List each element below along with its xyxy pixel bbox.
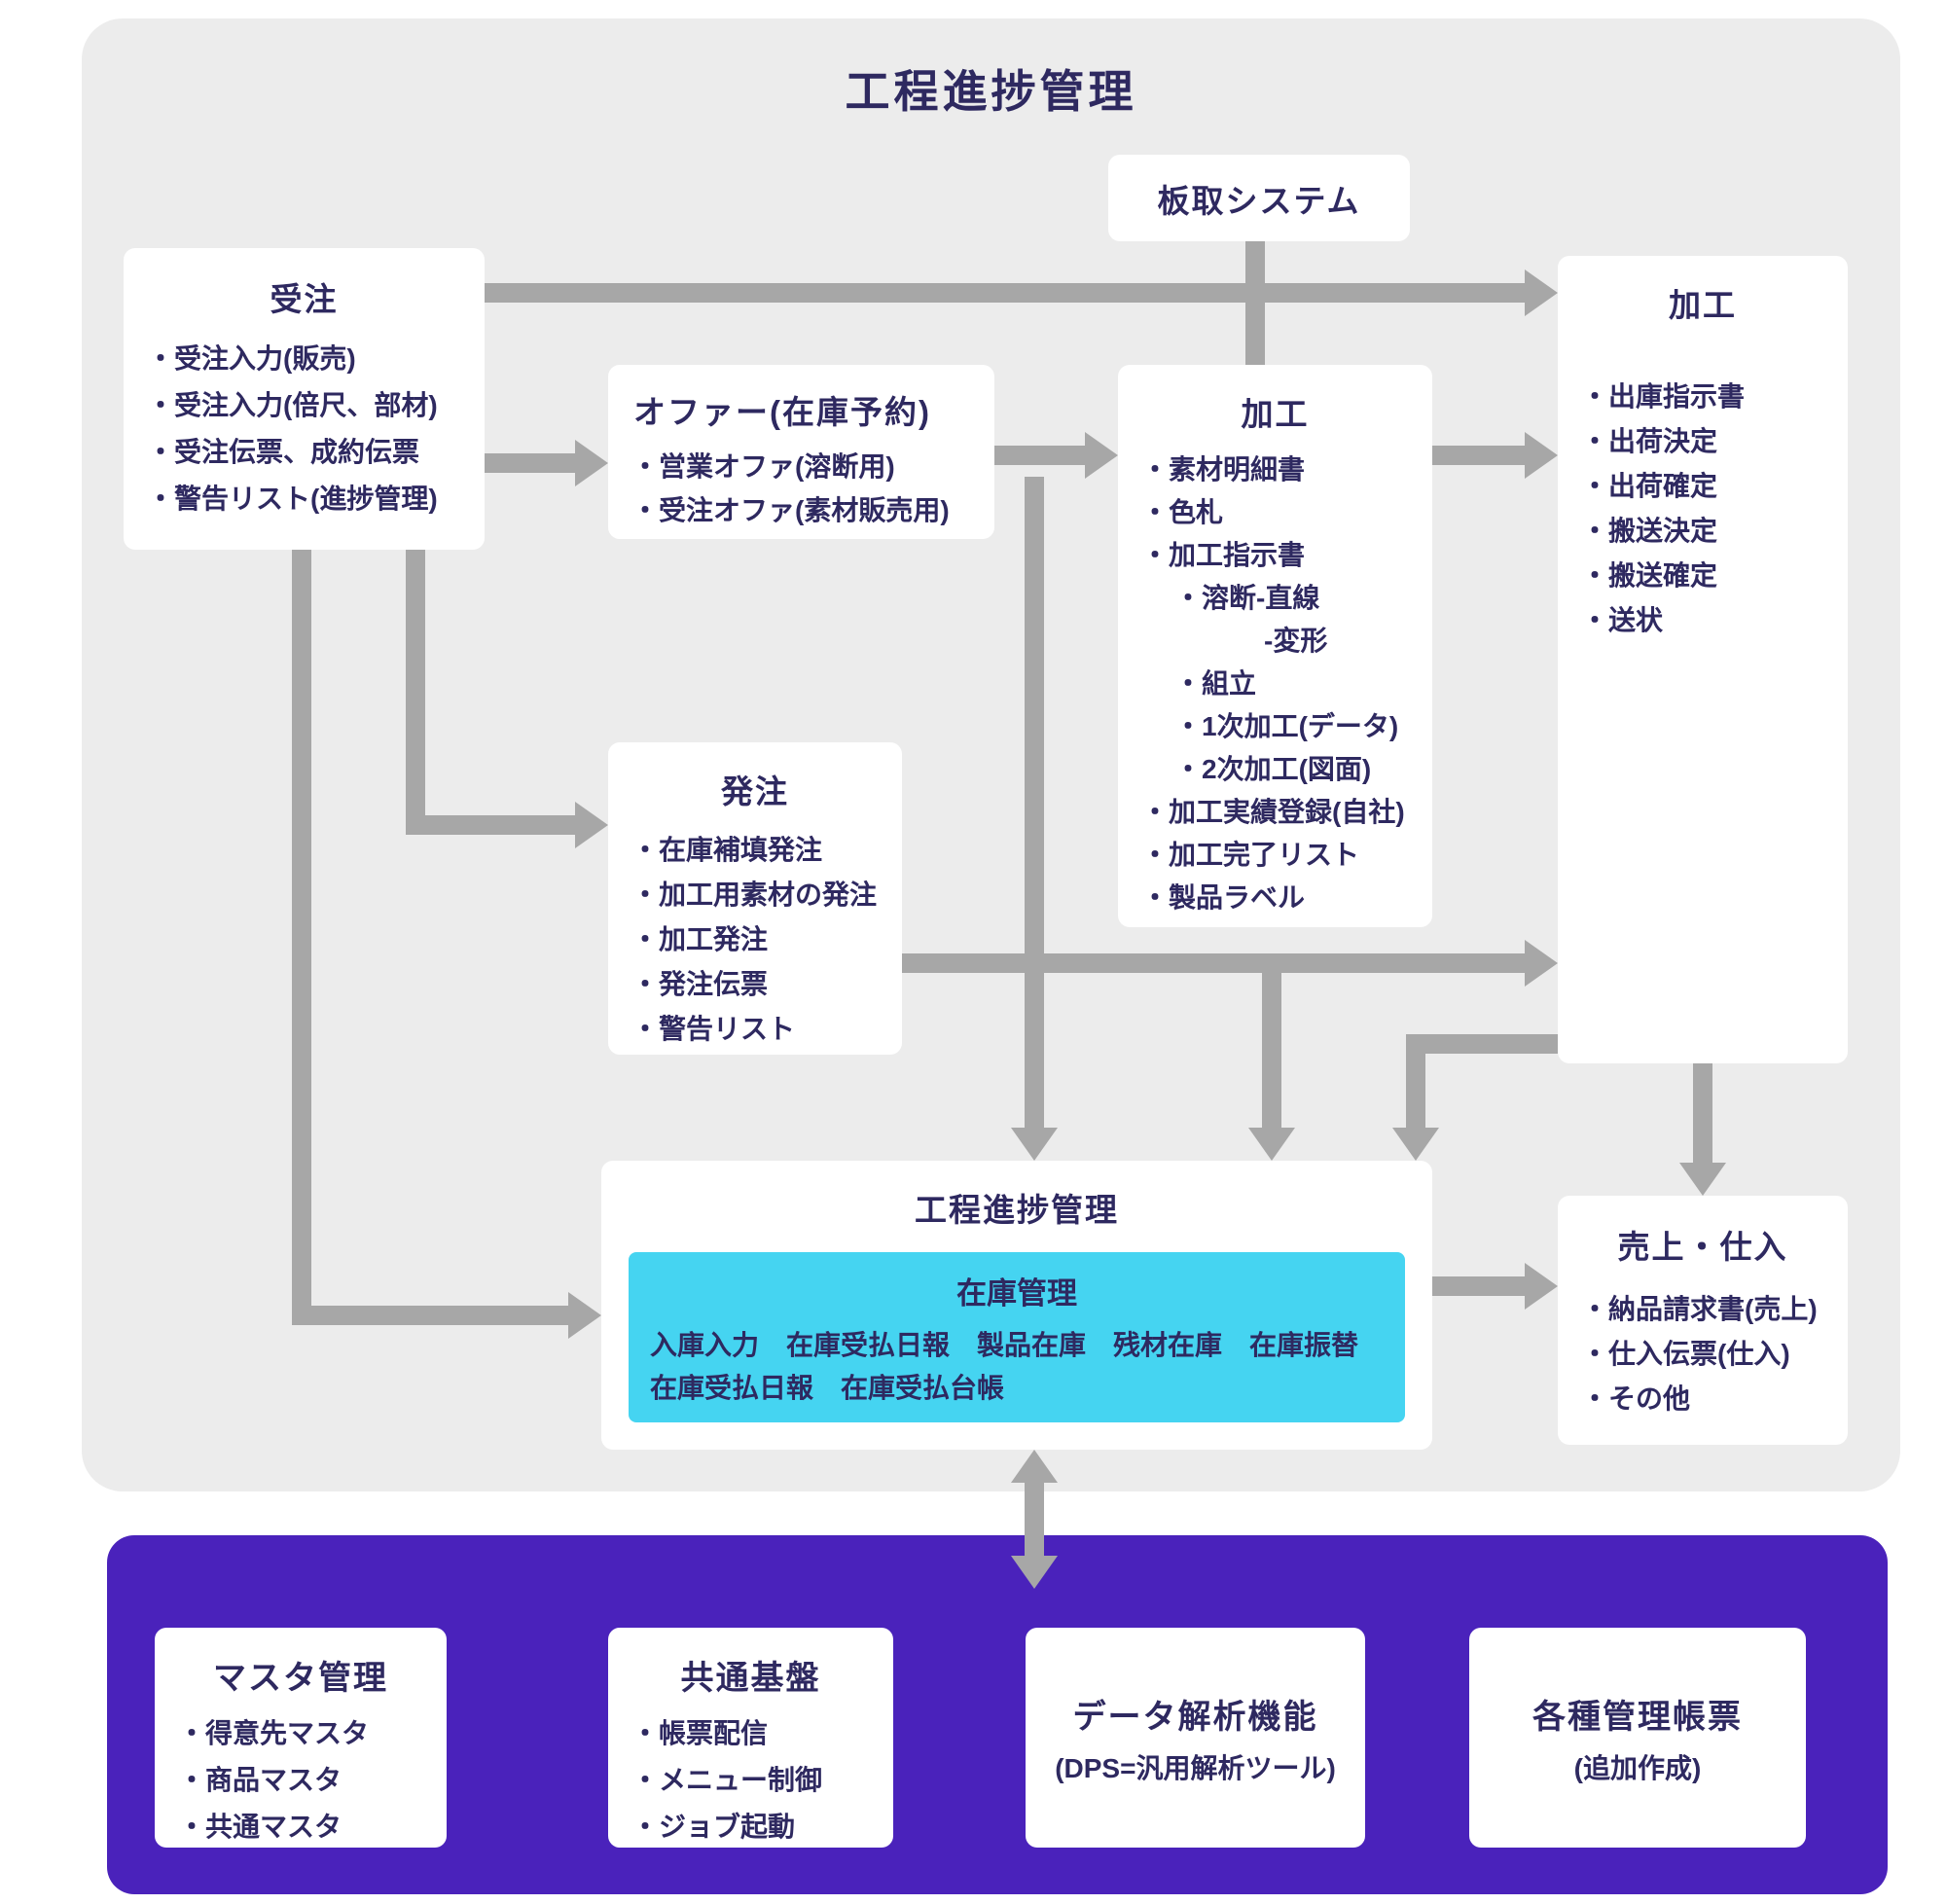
box-title: 発注 bbox=[721, 773, 789, 809]
list-item: ・搬送確定 bbox=[1581, 560, 1718, 591]
list-item: ・2次加工(図面) bbox=[1174, 754, 1372, 784]
box-title: 各種管理帳票 bbox=[1532, 1698, 1743, 1736]
item-list: ・素材明細書 ・色札 ・加工指示書 ・溶断-直線 -変形 ・組立 ・1次加工(デ… bbox=[1118, 449, 1432, 919]
box-orders: 受注 ・受注入力(販売) ・受注入力(倍尺、部材) ・受注伝票、成約伝票 ・警告… bbox=[124, 248, 485, 550]
box-title: 板取システム bbox=[1157, 182, 1361, 219]
list-item: ・共通マスタ bbox=[178, 1812, 342, 1842]
inventory-line: 在庫受払日報 在庫受払台帳 bbox=[650, 1373, 1005, 1403]
box-title: 売上・仕入 bbox=[1617, 1229, 1788, 1265]
list-item: ・警告リスト(進捗管理) bbox=[147, 484, 438, 514]
item-list: ・得意先マスタ ・商品マスタ ・共通マスタ bbox=[155, 1710, 447, 1850]
list-item: ・得意先マスタ bbox=[178, 1718, 370, 1748]
item-list: ・営業オファ(溶断用) ・受注オファ(素材販売用) bbox=[608, 445, 994, 532]
inventory-line: 入庫入力 在庫受払日報 製品在庫 残材在庫 在庫振替 bbox=[650, 1330, 1359, 1360]
list-item: ・納品請求書(売上) bbox=[1581, 1294, 1818, 1324]
list-item: ・商品マスタ bbox=[178, 1765, 342, 1795]
box-processing-center: 加工 ・素材明細書 ・色札 ・加工指示書 ・溶断-直線 -変形 ・組立 ・1次加… bbox=[1118, 365, 1432, 927]
box-offer: オファー(在庫予約) ・営業オファ(溶断用) ・受注オファ(素材販売用) bbox=[608, 365, 994, 539]
list-item: -変形 bbox=[1264, 626, 1328, 656]
list-item: ・加工実績登録(自社) bbox=[1141, 797, 1405, 827]
item-list: ・帳票配信 ・メニュー制御 ・ジョブ起動 bbox=[608, 1710, 893, 1850]
list-item: ・素材明細書 bbox=[1141, 454, 1306, 485]
item-list: ・受注入力(販売) ・受注入力(倍尺、部材) ・受注伝票、成約伝票 ・警告リスト… bbox=[124, 336, 485, 522]
list-item: ・組立 bbox=[1174, 668, 1257, 699]
box-title: 加工 bbox=[1669, 287, 1737, 323]
item-list: ・出庫指示書 ・出荷決定 ・出荷確定 ・搬送決定 ・搬送確定 ・送状 bbox=[1558, 375, 1848, 643]
box-sales-purchase: 売上・仕入 ・納品請求書(売上) ・仕入伝票(仕入) ・その他 bbox=[1558, 1196, 1848, 1445]
list-item: ・受注入力(販売) bbox=[147, 343, 356, 374]
box-title: データ解析機能 bbox=[1072, 1698, 1318, 1736]
box-processing-right: 加工 ・出庫指示書 ・出荷決定 ・出荷確定 ・搬送決定 ・搬送確定 ・送状 bbox=[1558, 256, 1848, 1063]
list-item: ・その他 bbox=[1581, 1383, 1691, 1414]
box-master-management: マスタ管理 ・得意先マスタ ・商品マスタ ・共通マスタ bbox=[155, 1628, 447, 1848]
box-title: 共通基盤 bbox=[680, 1660, 821, 1697]
list-item: ・出荷決定 bbox=[1581, 426, 1718, 456]
box-data-analysis: データ解析機能 (DPS=汎用解析ツール) bbox=[1026, 1628, 1365, 1848]
box-subtitle: (追加作成) bbox=[1573, 1752, 1702, 1783]
list-item: ・受注オファ(素材販売用) bbox=[631, 495, 950, 525]
list-item: ・ジョブ起動 bbox=[631, 1812, 796, 1842]
list-item: ・製品ラベル bbox=[1141, 882, 1306, 913]
box-management-reports: 各種管理帳票 (追加作成) bbox=[1469, 1628, 1806, 1848]
item-list: ・納品請求書(売上) ・仕入伝票(仕入) ・その他 bbox=[1558, 1287, 1848, 1421]
list-item: ・搬送決定 bbox=[1581, 516, 1718, 546]
box-common-platform: 共通基盤 ・帳票配信 ・メニュー制御 ・ジョブ起動 bbox=[608, 1628, 893, 1848]
box-itadori-system: 板取システム bbox=[1108, 155, 1410, 241]
list-item: ・メニュー制御 bbox=[631, 1765, 823, 1795]
list-item: ・警告リスト bbox=[631, 1014, 796, 1044]
inventory-title: 在庫管理 bbox=[956, 1276, 1077, 1311]
box-inventory: 在庫管理 入庫入力 在庫受払日報 製品在庫 残材在庫 在庫振替 在庫受払日報 在… bbox=[629, 1252, 1405, 1422]
box-title: 加工 bbox=[1241, 396, 1310, 432]
box-title: 工程進捗管理 bbox=[915, 1192, 1119, 1228]
list-item: ・溶断-直線 bbox=[1174, 583, 1320, 613]
list-item: ・仕入伝票(仕入) bbox=[1581, 1339, 1790, 1369]
list-item: ・営業オファ(溶断用) bbox=[631, 451, 895, 482]
list-item: ・在庫補填発注 bbox=[631, 835, 823, 865]
list-item: ・加工指示書 bbox=[1141, 540, 1306, 570]
box-title: 受注 bbox=[270, 281, 339, 317]
page-title: 工程進捗管理 bbox=[845, 66, 1137, 117]
list-item: ・出庫指示書 bbox=[1581, 381, 1746, 412]
list-item: ・送状 bbox=[1581, 605, 1664, 635]
list-item: ・加工完了リスト bbox=[1141, 840, 1360, 870]
list-item: ・加工発注 bbox=[631, 924, 769, 954]
list-item: ・加工用素材の発注 bbox=[631, 880, 878, 910]
list-item: ・帳票配信 bbox=[631, 1718, 769, 1748]
list-item: ・発注伝票 bbox=[631, 969, 769, 999]
box-title: オファー(在庫予約) bbox=[633, 394, 931, 430]
box-subtitle: (DPS=汎用解析ツール) bbox=[1055, 1752, 1336, 1783]
list-item: ・受注伝票、成約伝票 bbox=[147, 437, 420, 467]
box-purchase-orders: 発注 ・在庫補填発注 ・加工用素材の発注 ・加工発注 ・発注伝票 ・警告リスト bbox=[608, 742, 902, 1055]
box-process-progress: 工程進捗管理 在庫管理 入庫入力 在庫受払日報 製品在庫 残材在庫 在庫振替 在… bbox=[601, 1161, 1432, 1450]
item-list: ・在庫補填発注 ・加工用素材の発注 ・加工発注 ・発注伝票 ・警告リスト bbox=[608, 828, 902, 1052]
list-item: ・受注入力(倍尺、部材) bbox=[147, 390, 438, 420]
list-item: ・色札 bbox=[1141, 497, 1224, 527]
list-item: ・1次加工(データ) bbox=[1174, 711, 1399, 741]
box-title: マスタ管理 bbox=[213, 1660, 388, 1697]
list-item: ・出荷確定 bbox=[1581, 471, 1718, 501]
